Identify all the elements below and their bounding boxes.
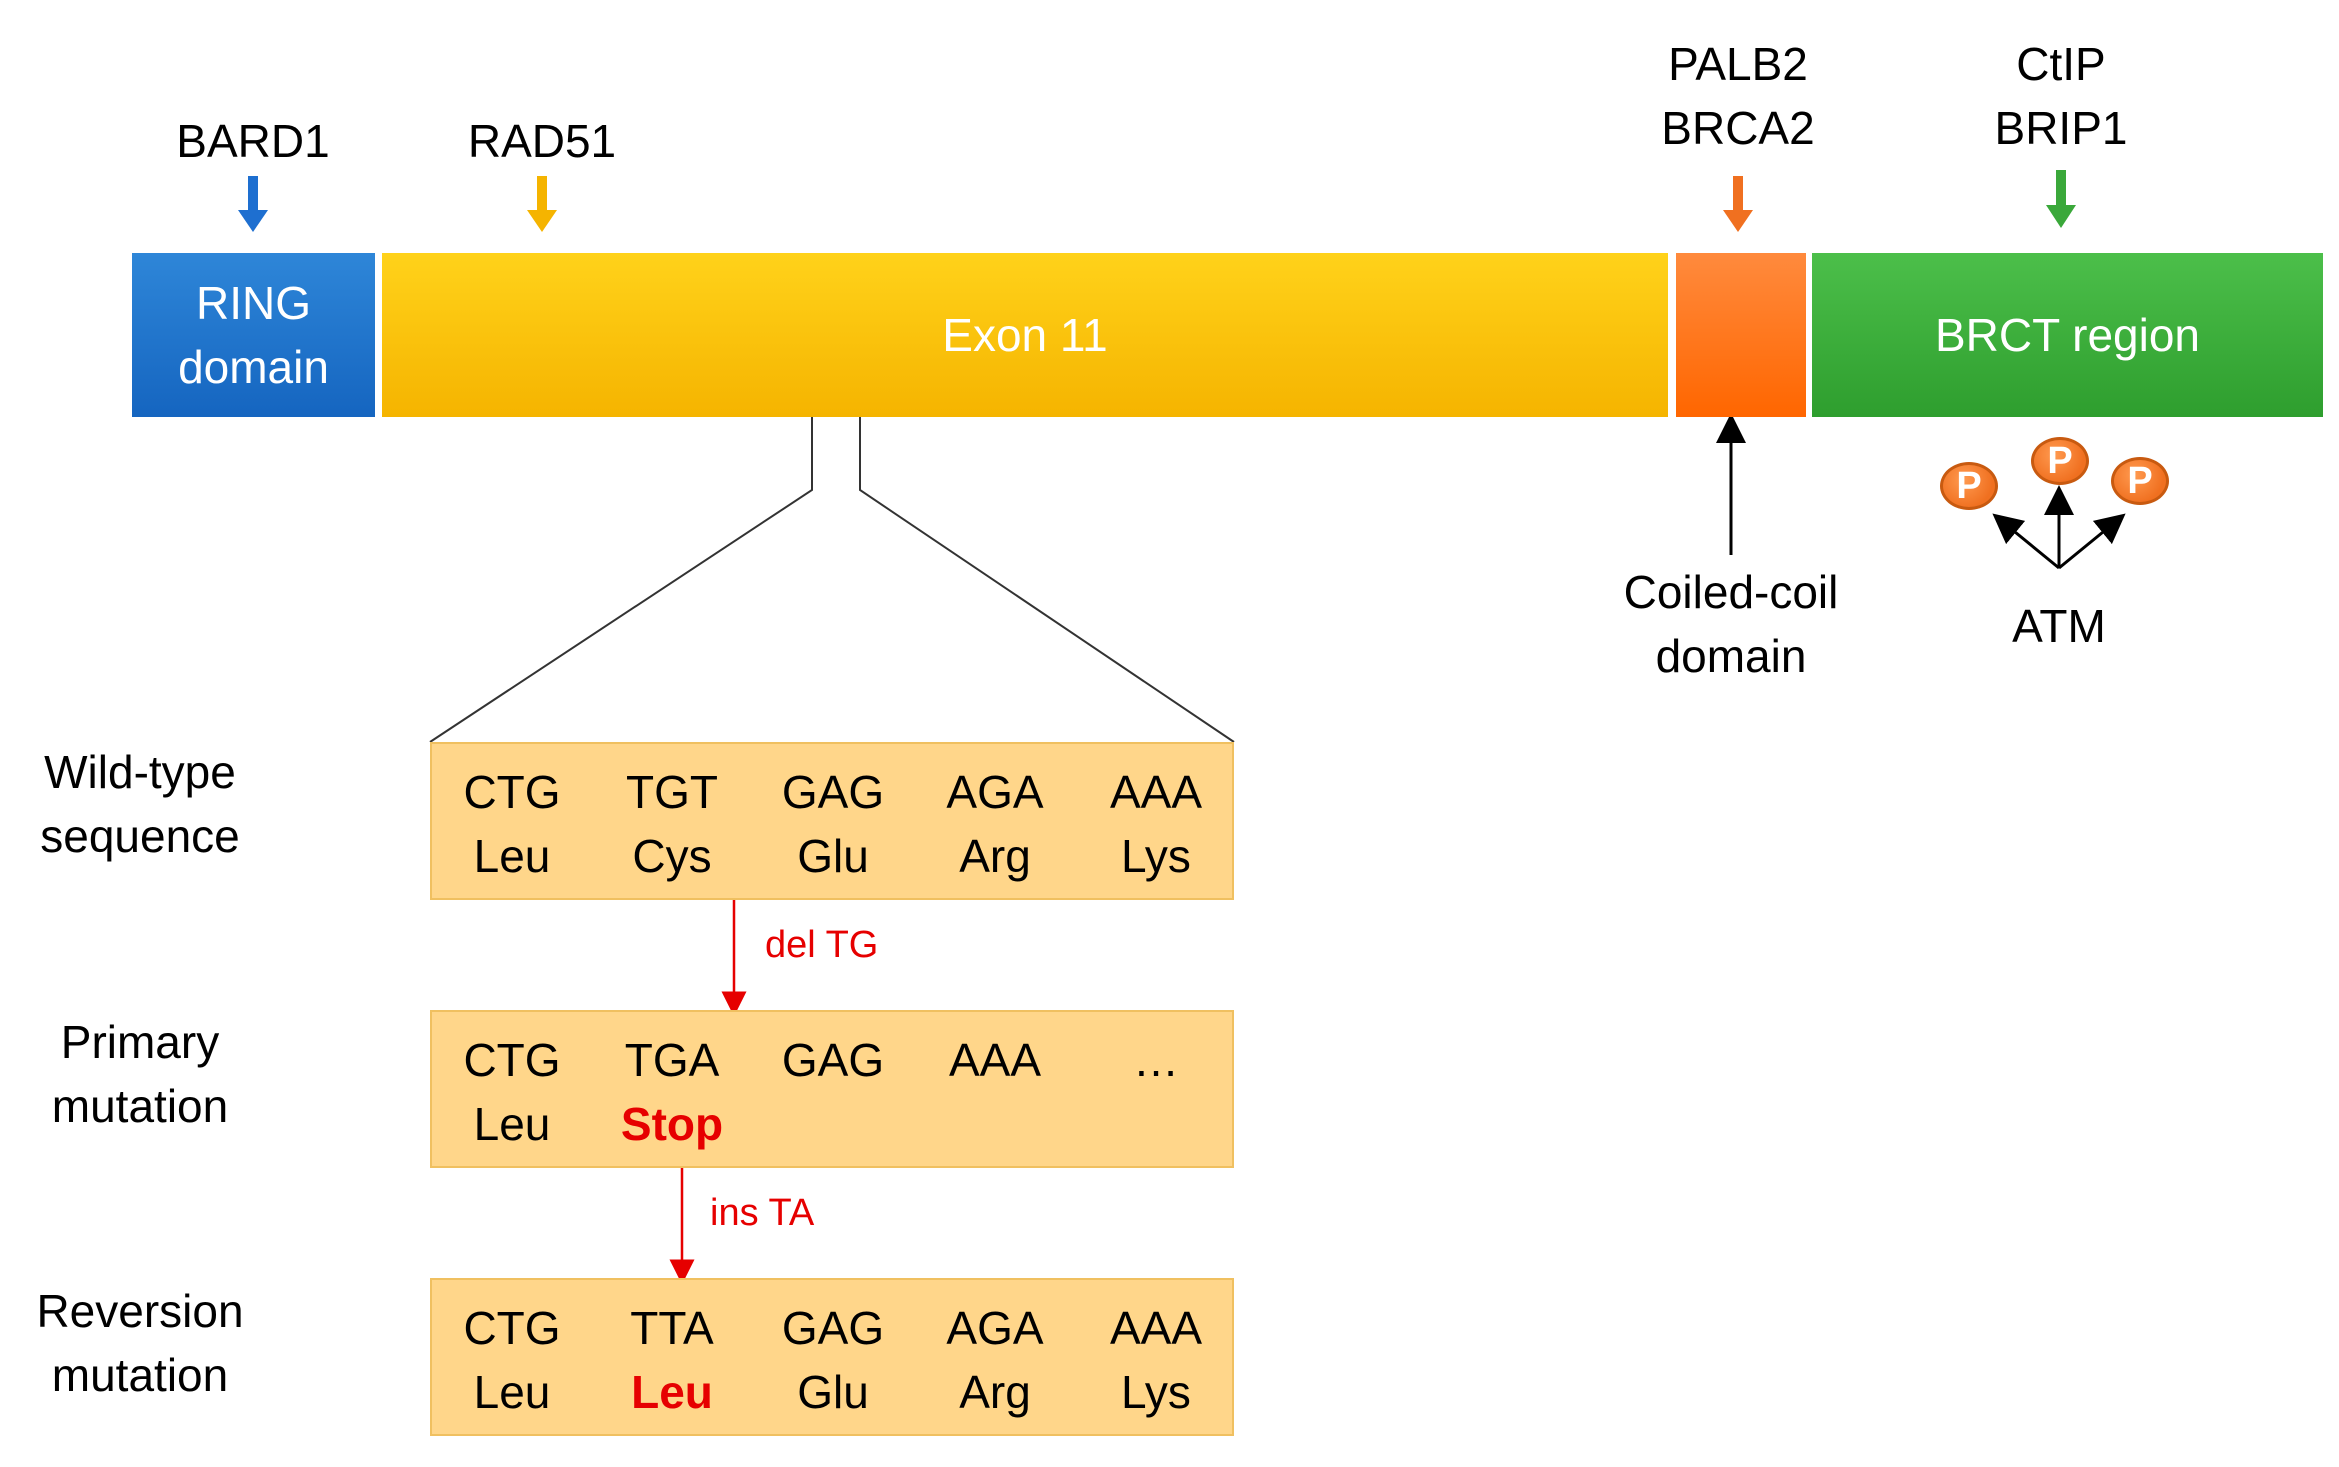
codon-cell: AGA (946, 1302, 1044, 1354)
coiled-coil-domain-block (1676, 253, 1806, 417)
codon-cell: GAG (781, 766, 885, 818)
reversion-mutation-box: CTG TTA GAG AGA AAA Leu Leu Glu Arg Lys (430, 1278, 1234, 1436)
codon-cell: AAA (948, 1034, 1042, 1086)
codon-cell: GAG (781, 1302, 885, 1354)
brct-label: BRCT region (1934, 309, 2201, 361)
brip1-label: BRIP1 (1994, 102, 2128, 154)
amino-acid-cell: Lys (1121, 1366, 1191, 1418)
atm-arrows-icon (1992, 485, 2126, 570)
amino-acid-cell: Glu (797, 830, 869, 882)
amino-acid-cell: Arg (959, 830, 1031, 882)
wild-type-sequence-box: CTG TGT GAG AGA AAA Leu Cys Glu Arg Lys (430, 742, 1234, 900)
amino-acid-cell: Cys (632, 830, 712, 882)
codon-cell: GAG (781, 1034, 885, 1086)
amino-acid-cell: Leu (473, 1098, 551, 1150)
phospho-label: P (2127, 459, 2153, 502)
codon-cell: CTG (463, 1302, 561, 1354)
insertion-label: ins TA (710, 1192, 815, 1234)
primary-row-label: Primary mutation (51, 1016, 229, 1132)
codon-cell: AGA (946, 766, 1044, 818)
palb2-arrow-icon (1723, 176, 1753, 232)
codon-cell: AAA (1109, 1302, 1203, 1354)
ctip-arrow-icon (2046, 170, 2076, 228)
ring-domain: RING domain (132, 253, 375, 417)
wild-type-row-label: Wild-type sequence (40, 746, 240, 862)
amino-acid-cell: Lys (1121, 830, 1191, 882)
restored-leu-label: Leu (631, 1366, 713, 1418)
coiled-coil-label: Coiled-coil domain (1623, 566, 1839, 682)
amino-acid-cell: Glu (797, 1366, 869, 1418)
stop-codon-label: Stop (620, 1098, 724, 1150)
phospho-label: P (2047, 439, 2073, 482)
primary-mutation-box: CTG TGA GAG AAA … Leu Stop (430, 1010, 1234, 1168)
amino-acid-cell: Leu (473, 1366, 551, 1418)
ellipsis-cell: … (1133, 1034, 1179, 1086)
brct-domain: BRCT region (1812, 253, 2323, 417)
rad51-label: RAD51 (467, 115, 617, 167)
bard1-arrow-icon (238, 176, 268, 232)
atm-label: ATM (2012, 600, 2106, 652)
codon-cell: CTG (463, 1034, 561, 1086)
codon-cell: AAA (1109, 766, 1203, 818)
ctip-label: CtIP (2016, 38, 2106, 90)
phospho-icon: P (2031, 437, 2089, 485)
brca2-label: BRCA2 (1661, 102, 1815, 154)
palb2-label: PALB2 (1668, 38, 1808, 90)
rad51-arrow-icon (527, 176, 557, 232)
exon11-domain: Exon 11 (382, 253, 1668, 417)
amino-acid-cell: Arg (959, 1366, 1031, 1418)
zoom-lines (429, 417, 1235, 743)
phospho-icon: P (1940, 462, 1998, 510)
exon11-label: Exon 11 (942, 309, 1108, 361)
bard1-label: BARD1 (176, 115, 330, 167)
codon-cell: CTG (463, 766, 561, 818)
codon-cell: TTA (630, 1302, 714, 1354)
deletion-label: del TG (765, 924, 879, 966)
phospho-icon: P (2111, 457, 2169, 505)
phospho-label: P (1956, 464, 1982, 507)
codon-cell: TGA (624, 1034, 720, 1086)
codon-cell: TGT (626, 766, 718, 818)
ring-domain-label: RING domain (178, 277, 329, 393)
reversion-row-label: Reversion mutation (36, 1285, 244, 1401)
amino-acid-cell: Leu (473, 830, 551, 882)
